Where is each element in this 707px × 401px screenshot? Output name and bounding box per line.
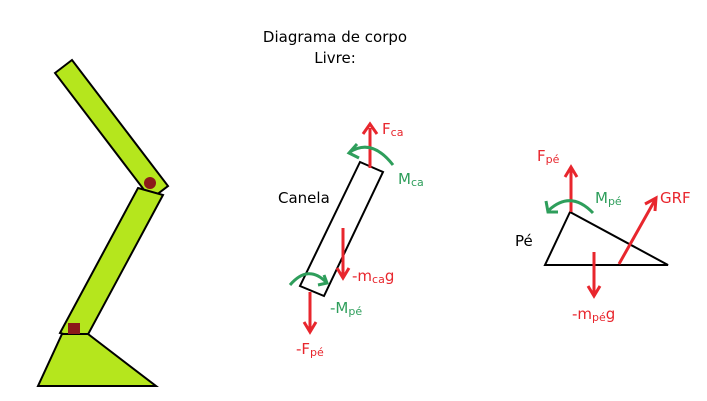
title-line-2: Livre:	[314, 49, 356, 67]
ground-reaction-force-arrowhead	[644, 195, 658, 212]
knee-joint-marker	[144, 177, 156, 189]
shin-bottom-force-arrowhead	[302, 321, 318, 335]
shin-top-moment-label: Mca	[398, 170, 424, 189]
shin-segment	[58, 186, 165, 342]
shin-top-moment-arrowhead	[346, 143, 360, 160]
foot-moment-arc	[547, 199, 595, 215]
thigh-segment	[53, 58, 170, 201]
shin-bottom-moment-label: -Mpé	[330, 299, 362, 318]
foot-weight-arrowhead	[586, 285, 602, 299]
ankle-joint-marker	[68, 323, 80, 334]
shin-free-body: Canela Fca Mca -mcag -Mpé -Fpé	[278, 120, 424, 359]
foot-moment-label: Mpé	[595, 189, 622, 208]
ground-reaction-force-arrow	[617, 199, 657, 265]
foot-moment-arrowhead	[544, 200, 558, 214]
foot-top-force-arrowhead	[563, 164, 579, 178]
shin-label: Canela	[278, 189, 330, 207]
title-line-1: Diagrama de corpo	[263, 28, 407, 46]
foot-label: Pé	[515, 232, 533, 250]
foot-triangle	[543, 210, 669, 266]
shin-top-force-label: Fca	[382, 120, 403, 139]
shin-top-moment-arc	[349, 145, 395, 166]
shin-bottom-moment-arrowhead	[317, 274, 330, 287]
ground-reaction-force-label: GRF	[660, 189, 691, 207]
foot-weight-label: -mpég	[572, 305, 615, 324]
leg-illustration	[36, 58, 170, 387]
shin-bottom-force-label: -Fpé	[296, 340, 324, 359]
foot-segment	[36, 333, 159, 387]
foot-top-force-label: Fpé	[537, 147, 560, 166]
shin-top-force-arrowhead	[361, 121, 379, 135]
foot-free-body: Pé Fpé Mpé GRF -mpég	[515, 147, 691, 324]
shin-bottom-moment-arc	[288, 272, 328, 287]
shin-weight-arrowhead	[335, 267, 351, 281]
shin-weight-label: -mcag	[352, 267, 394, 286]
